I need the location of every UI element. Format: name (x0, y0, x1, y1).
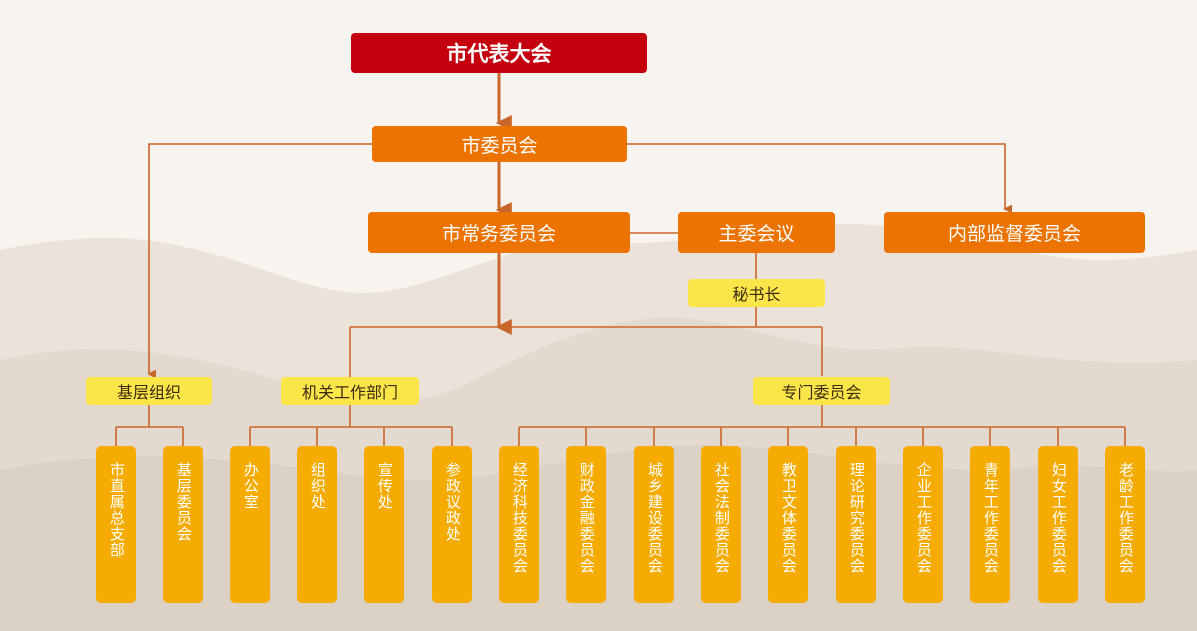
unit-special-7: 企业工作委员会 (903, 446, 943, 603)
unit-grassroots-2: 基层委员会 (163, 446, 203, 603)
node-standing-committee: 市常务委员会 (368, 212, 630, 253)
unit-special-6: 理论研究委员会 (836, 446, 876, 603)
group-offices: 机关工作部门 (281, 377, 419, 405)
node-city-congress: 市代表大会 (351, 33, 647, 73)
unit-office-2: 组织处 (297, 446, 337, 603)
node-secretary-general: 秘书长 (688, 279, 825, 307)
group-special-committees: 专门委员会 (753, 377, 890, 405)
node-chair-meeting: 主委会议 (678, 212, 835, 253)
unit-special-1: 经济科技委员会 (499, 446, 539, 603)
unit-grassroots-1: 市直属总支部 (96, 446, 136, 603)
node-supervision-committee: 内部监督委员会 (884, 212, 1145, 253)
unit-special-10: 老龄工作委员会 (1105, 446, 1145, 603)
unit-special-2: 财政金融委员会 (566, 446, 606, 603)
group-grassroots: 基层组织 (86, 377, 212, 405)
unit-office-4: 参政议政处 (432, 446, 472, 603)
unit-office-1: 办公室 (230, 446, 270, 603)
unit-special-5: 教卫文体委员会 (768, 446, 808, 603)
unit-special-4: 社会法制委员会 (701, 446, 741, 603)
node-city-committee: 市委员会 (372, 126, 627, 162)
unit-office-3: 宣传处 (364, 446, 404, 603)
unit-special-8: 青年工作委员会 (970, 446, 1010, 603)
unit-special-3: 城乡建设委员会 (634, 446, 674, 603)
unit-special-9: 妇女工作委员会 (1038, 446, 1078, 603)
